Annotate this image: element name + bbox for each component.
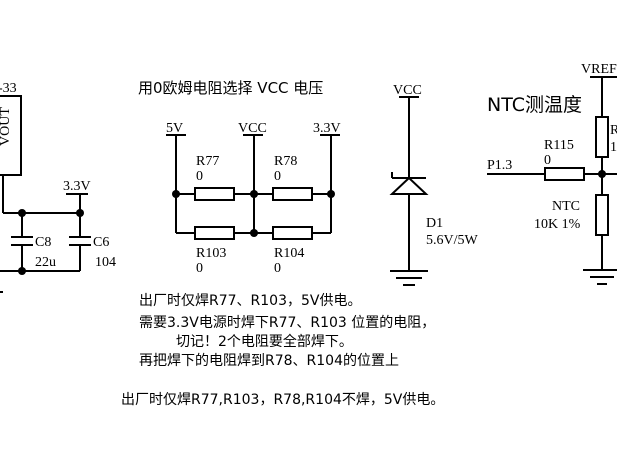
vref-resistor-value: 1 [610,140,617,155]
junction-dot [327,190,335,198]
c8-ref: C8 [35,235,51,250]
junction-dot [76,209,84,217]
thermistor-ntc [595,194,609,236]
junction-dot [598,170,606,178]
note-line-3: 切记！2个电阻要全部焊下。 [176,334,353,350]
ic-label: -33 [0,81,17,96]
vcc-select-title: 用0欧姆电阻选择 VCC 电压 [138,79,323,97]
note-line-2: 需要3.3V电源时焊下R77、R103 位置的电阻， [139,315,436,331]
note-line-5: 出厂时仅焊R77,R103，R78,R104不焊，5V供电。 [121,392,445,408]
zener-ref: D1 [426,216,443,231]
r77-value: 0 [196,169,203,184]
resistor-r104 [272,226,313,240]
note-line-4: 再把焊下的电阻焊到R78、R104的位置上 [139,353,399,369]
regulator-ic-body [0,95,22,176]
port-label-p13: P1.3 [487,158,512,173]
junction-dot [172,190,180,198]
resistor-r103 [194,226,235,240]
resistor-r115 [544,167,585,181]
vref-net-label: VREF [581,62,617,77]
zener-triangle [389,176,429,195]
r78-ref: R78 [274,154,297,169]
ic-pin-label: VOUT [0,107,13,146]
zener-block [389,96,429,286]
junction-dot [18,209,26,217]
c8-value: 22u [35,255,56,270]
ntc-block [487,76,617,285]
r103-value: 0 [196,261,203,276]
resistor-vref-top [595,116,609,158]
r103-ref: R103 [196,246,226,261]
c6-ref: C6 [93,235,109,250]
net-label-3v3: 3.3V [313,121,341,136]
ntc-value: 10K 1% [534,217,581,232]
net-label-3v3-left: 3.3V [63,179,91,194]
c6-value: 104 [95,255,116,270]
note-line-1: 出厂时仅焊R77、R103，5V供电。 [139,293,362,309]
junction-dot [250,229,258,237]
ntc-ref: NTC [552,199,580,214]
r104-value: 0 [274,261,281,276]
vref-resistor-ref: R [610,123,617,138]
r104-ref: R104 [274,246,304,261]
junction-dot [250,190,258,198]
r115-value: 0 [544,153,551,168]
r77-ref: R77 [196,154,219,169]
net-label-5v: 5V [166,121,183,136]
junction-dot [18,267,26,275]
resistor-r77 [194,187,235,201]
resistor-r78 [272,187,313,201]
vcc-select-block [166,134,340,240]
r78-value: 0 [274,169,281,184]
zener-net-label: VCC [393,83,422,98]
r115-ref: R115 [544,138,574,153]
zener-value: 5.6V/5W [426,233,479,248]
ntc-title: NTC测温度 [487,94,582,116]
net-label-vcc: VCC [238,121,267,136]
